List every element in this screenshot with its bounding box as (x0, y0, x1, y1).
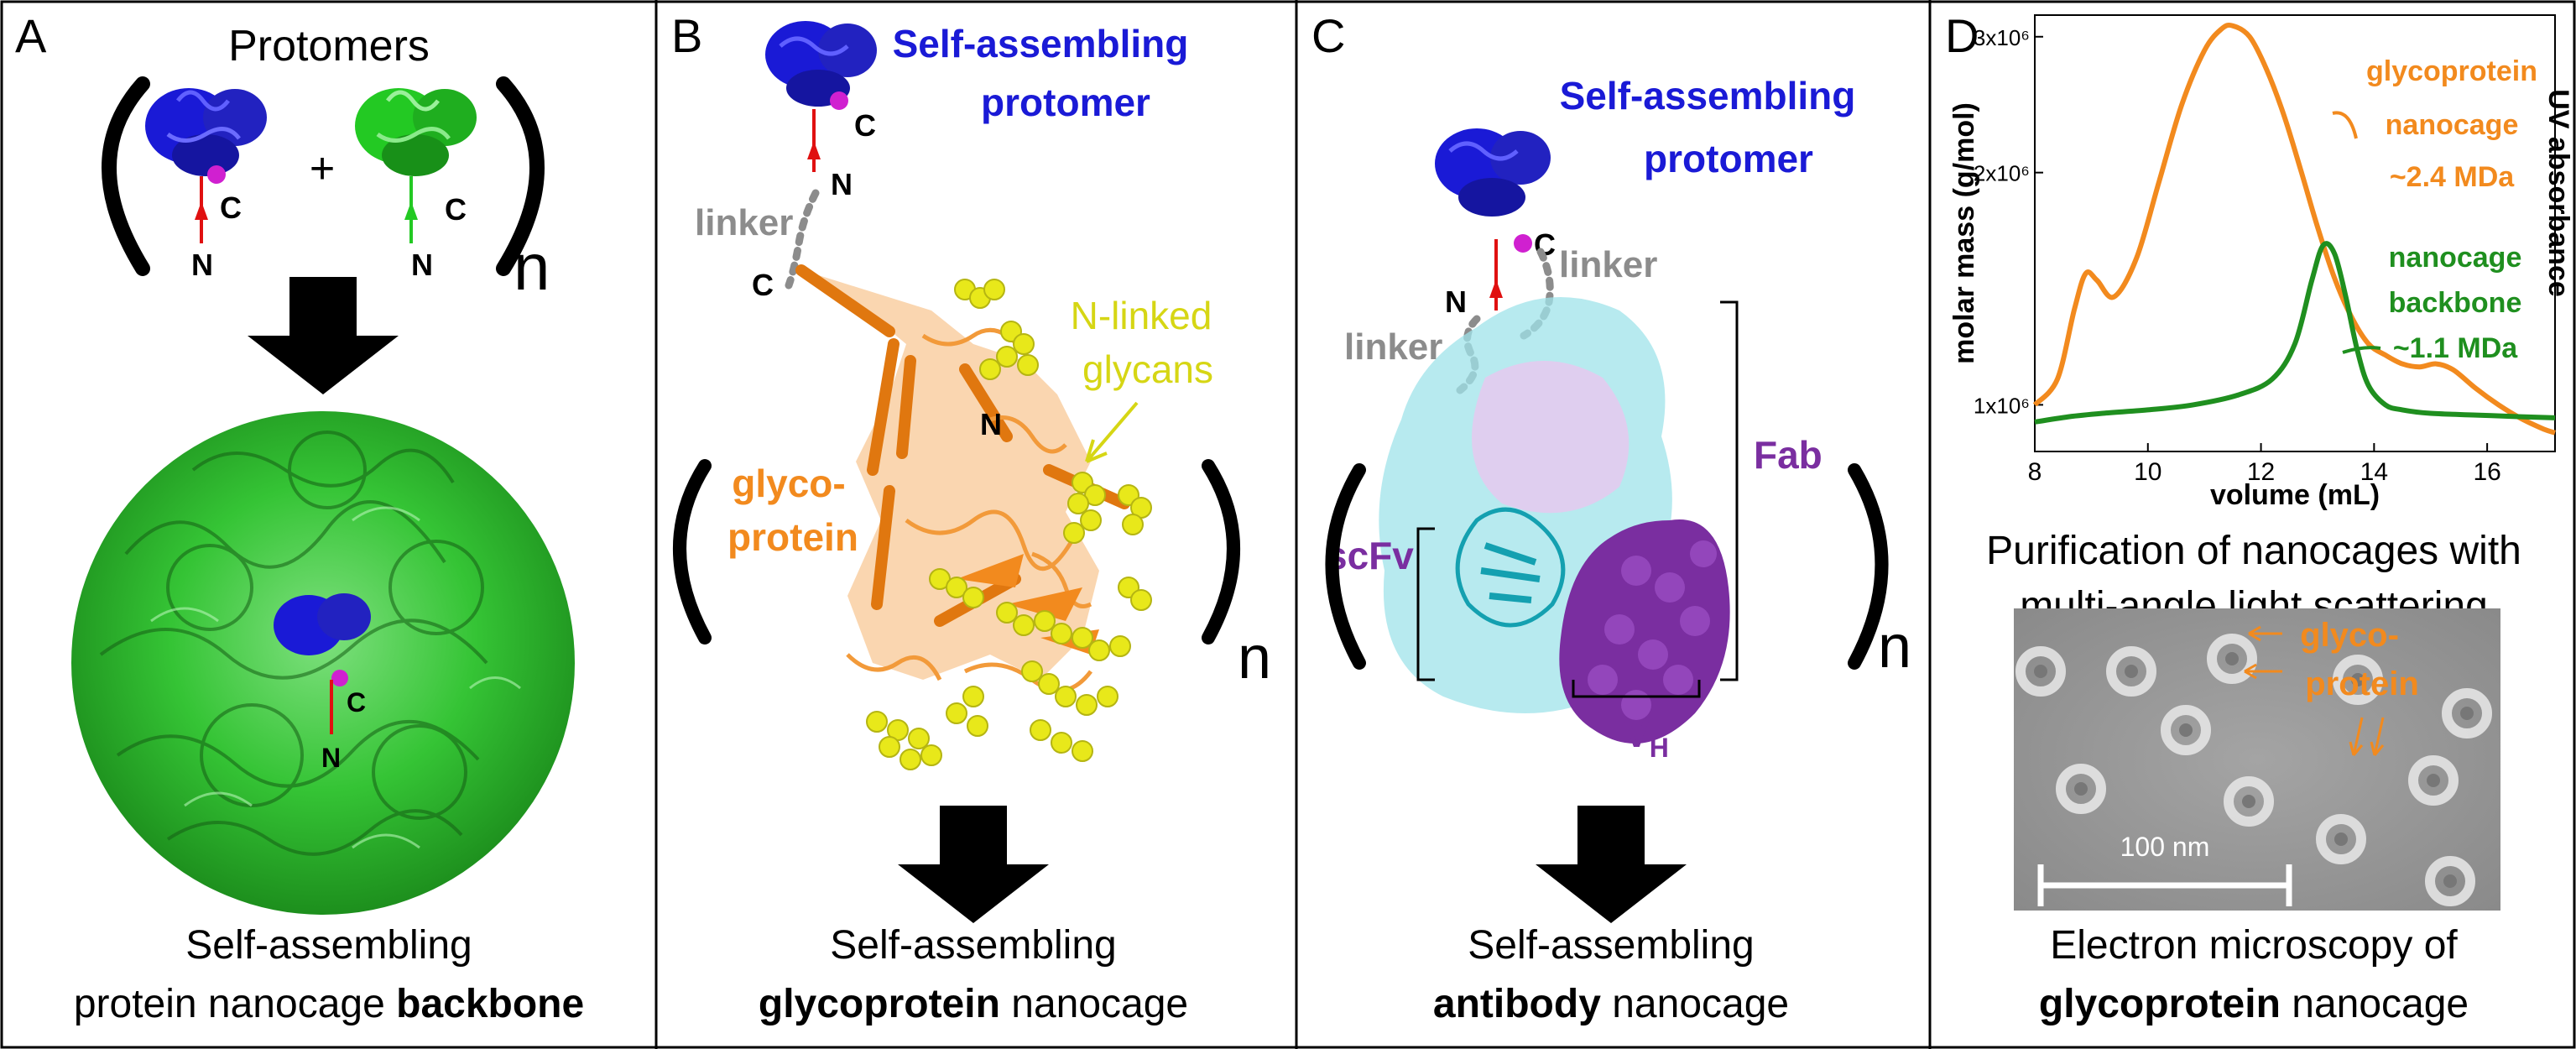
cage-n-label: N (321, 743, 341, 773)
panel-a-caption-line1: Self-assembling (185, 923, 472, 968)
x-tick-label: 10 (2134, 458, 2161, 486)
panel-b-right-paren (1202, 459, 1240, 645)
panel-b-linker-label: linker (695, 202, 793, 243)
backbone-annot-line3: ~1.1 MDa (2393, 332, 2518, 364)
blue-protomer: C N (145, 88, 267, 282)
series-line-nanocage-backbone (2034, 241, 2556, 425)
em-micrograph: glyco- protein 100 nm (2014, 608, 2500, 911)
panel-c-subscript-n: n (1878, 613, 1911, 681)
panel-a-title: Protomers (228, 22, 430, 70)
panel-b-linker-c-label: C (752, 268, 774, 302)
vh-bracket (1572, 680, 1701, 698)
panel-b-left-paren (673, 459, 712, 645)
em-caption-line1: Electron microscopy of (2050, 923, 2458, 968)
panel-c-protomer-title-line2: protomer (1644, 137, 1813, 180)
panel-b-glycoprotein-structure (795, 264, 1152, 770)
panel-c-right-paren (1848, 463, 1889, 670)
panel-a-down-arrow (248, 277, 399, 394)
panel-a-left-paren (102, 76, 150, 276)
panel-a-subscript-n: n (514, 230, 550, 304)
panel-c-left-paren (1325, 463, 1366, 670)
x-tick-label: 8 (2028, 458, 2042, 486)
scfv-bracket (1416, 527, 1435, 681)
panel-c: C Self-assembling protomer C N linker li… (1311, 9, 1911, 1026)
panel-a-caption-line2: protein nanocage backbone (74, 982, 584, 1026)
chart-ticks: 8 10 12 14 16 1x10⁶ 2x10⁶ 3x10⁶ (1974, 25, 2501, 486)
antibody-structure (1379, 297, 1730, 744)
blue-protomer-n-label: N (191, 248, 213, 282)
x-tick-label: 14 (2360, 458, 2388, 486)
backbone-annot-line1: nanocage (2389, 242, 2522, 274)
backbone-annot-pointer (2342, 346, 2381, 354)
glyco-annot-line3: ~2.4 MDa (2390, 161, 2515, 193)
panel-b-down-arrow (898, 806, 1049, 923)
panel-a: A Protomers C N + C N (15, 9, 584, 1026)
panel-c-caption-line1: Self-assembling (1468, 923, 1754, 968)
glycans-label-line2: glycans (1082, 347, 1213, 391)
right-axis-label: UV absorbance (2542, 89, 2574, 297)
panel-c-protomer-title-line1: Self-assembling (1560, 74, 1856, 117)
y-tick-label: 2x10⁶ (1974, 161, 2030, 186)
backbone-annot-line2: backbone (2389, 287, 2522, 319)
plus-sign: + (310, 144, 335, 193)
glycans-arrow (1085, 401, 1139, 463)
panel-d: D 8 10 12 14 16 1x10⁶ 2x10⁶ 3x10⁶ molar mass (g… (1945, 9, 2574, 1026)
panel-b-protomer-title-line2: protomer (981, 81, 1150, 124)
panel-a-right-paren (496, 76, 545, 276)
panel-c-letter: C (1311, 9, 1345, 62)
y-tick-label: 1x10⁶ (1974, 393, 2030, 418)
cage-c-label: C (347, 687, 366, 718)
scale-bar-label: 100 nm (2120, 832, 2210, 862)
panel-c-down-arrow (1536, 806, 1687, 923)
panel-c-caption-line2: antibody nanocage (1433, 982, 1789, 1026)
panel-b-caption-line1: Self-assembling (830, 923, 1116, 968)
panel-c-protomer: C N (1435, 128, 1556, 319)
y-axis-label: molar mass (g/mol) (1948, 102, 1980, 364)
panel-b-linker (785, 189, 820, 290)
glycans-label-line1: N-linked (1071, 294, 1212, 337)
green-protomer: C N (355, 88, 477, 282)
panel-c-linker-left-label: linker (1344, 326, 1442, 368)
panel-b-caption-line2: glycoprotein nanocage (759, 982, 1188, 1026)
glyco-annot-pointer (2332, 111, 2358, 139)
chart-plot-area (2034, 14, 2556, 452)
panel-a-letter: A (15, 9, 47, 62)
em-glyco-label-line1: glyco- (2300, 617, 2399, 654)
green-protomer-c-label: C (445, 192, 467, 227)
fab-label: Fab (1754, 433, 1822, 477)
green-protomer-n-label: N (411, 248, 433, 282)
blue-protomer-c-label: C (220, 190, 242, 225)
purification-caption-line1: Purification of nanocages with (1986, 529, 2521, 573)
glyco-annot-line2: nanocage (2386, 109, 2519, 141)
panel-b-n-inner-label: N (980, 407, 1002, 441)
x-tick-label: 12 (2247, 458, 2275, 486)
panel-b-n-label: N (831, 167, 853, 201)
panel-b-letter: B (671, 9, 702, 62)
x-tick-label: 16 (2473, 458, 2500, 486)
panel-b-subscript-n: n (1238, 624, 1271, 692)
panel-b-c-label: C (854, 108, 876, 143)
fab-bracket (1720, 300, 1739, 681)
panel-b-protomer: C N (765, 21, 877, 201)
nanocage-backbone-sphere: C N (71, 411, 575, 915)
scale-bar (2037, 864, 2292, 906)
vh-label: VH (1624, 712, 1669, 763)
em-caption-line2: glycoprotein nanocage (2039, 982, 2469, 1026)
series-line-glycoprotein-nanocage (2032, 22, 2556, 436)
panel-b: B C N Self-assembling protomer linker C (671, 9, 1271, 1026)
panel-d-letter: D (1945, 9, 1979, 62)
panel-b-protomer-title-line1: Self-assembling (893, 22, 1189, 65)
y-tick-label: 3x10⁶ (1974, 25, 2030, 50)
chart-series (2032, 22, 2556, 436)
glyco-label-line2: protein (727, 515, 858, 559)
glyco-label-line1: glyco- (732, 462, 845, 505)
x-axis-label: volume (mL) (2210, 479, 2380, 511)
panel-c-n-label: N (1445, 284, 1467, 319)
glyco-annot-line1: glycoprotein (2366, 55, 2537, 87)
em-glyco-label-line2: protein (2305, 665, 2419, 702)
panel-c-linker-top-label: linker (1559, 244, 1657, 285)
mals-chart: 8 10 12 14 16 1x10⁶ 2x10⁶ 3x10⁶ molar mass (g/m… (1948, 14, 2574, 511)
